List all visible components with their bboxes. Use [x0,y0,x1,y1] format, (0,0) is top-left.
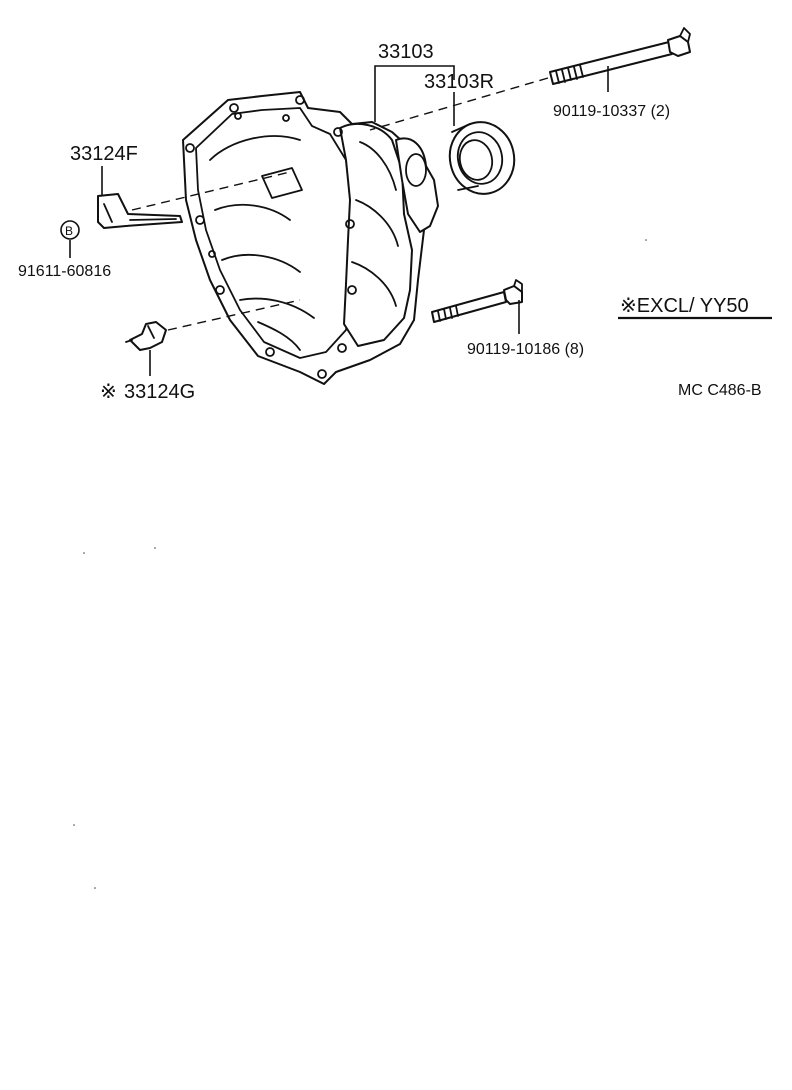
label-33124g: 33124G [124,381,195,403]
label-33103r: 33103R [424,71,494,93]
speck [94,887,96,889]
label-long-bolt: 90119-10337 (2) [553,103,670,120]
speck [154,547,156,549]
bracket-drawing [97,193,183,229]
label-short-bolt: 90119-10186 (8) [467,341,584,358]
label-figure-code: MC C486-B [678,382,762,399]
speck [645,239,647,241]
oil-seal-drawing [448,121,516,195]
dashed-line-clamp [167,299,301,331]
b-code-circle [60,220,80,240]
clamp-drawing [125,321,167,351]
label-excl-note: ※EXCL/ YY50 [620,295,749,317]
dashed-line-long-bolt [369,77,549,131]
label-33103: 33103 [378,41,434,63]
speck [73,824,75,826]
label-33124f: 33124F [70,143,138,165]
label-b-code: B [65,224,73,238]
long-bolt-drawing [549,27,691,85]
dashed-line-bracket [131,171,291,211]
speck [83,552,85,554]
label-33124g-mark: ※ [100,381,117,403]
transmission-case-drawing [182,91,439,385]
short-bolt-drawing [431,279,523,323]
label-91611-60816: 91611-60816 [18,263,111,280]
leader-33103 [374,65,455,80]
